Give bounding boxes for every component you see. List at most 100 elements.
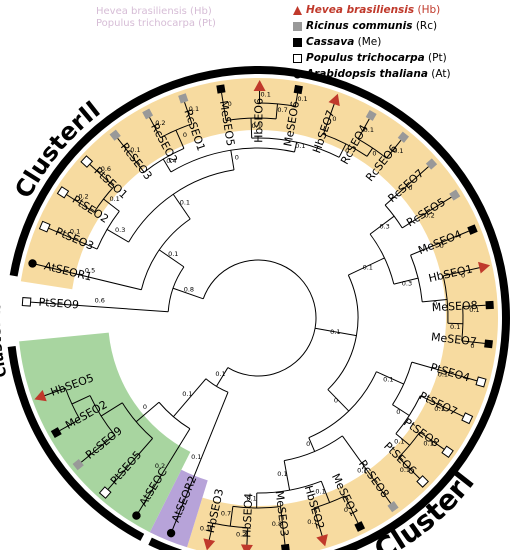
branch-line: [275, 103, 278, 119]
branch-support-label: 0.1: [315, 488, 325, 496]
leaf-markers: [21, 80, 494, 550]
branch-arc: [410, 254, 423, 302]
leaf-marker-at: [132, 511, 141, 520]
branch-support-label: 0: [228, 100, 232, 108]
branch-line: [344, 495, 359, 524]
open-square-icon: [475, 376, 487, 388]
branch-support-label: 0.1: [130, 146, 140, 154]
branch-support-label: 0.3: [402, 279, 412, 287]
leaf-marker-pt: [441, 445, 454, 459]
black-square-icon: [293, 84, 303, 95]
gray-square-icon: [425, 158, 438, 170]
branch-arc: [392, 361, 413, 405]
branch-line: [117, 138, 145, 173]
branch-support-label: 0.1: [394, 437, 404, 445]
branch-support-label: 0.6: [101, 165, 111, 173]
legend-species: Hevea brasiliensis: [306, 4, 415, 16]
branch-arc: [64, 387, 81, 420]
branch-support-label: 0: [143, 403, 147, 411]
branch-support-label: 0.1: [252, 122, 262, 130]
branch-arc: [212, 522, 248, 529]
branch-support-label: 0: [334, 397, 338, 405]
branch-support-label: 0: [461, 271, 465, 279]
branch-line: [138, 428, 191, 513]
branch-support-label: 0.5: [85, 266, 95, 274]
branch-support-label: 0: [408, 184, 412, 192]
leaf-marker-hb: [316, 534, 328, 547]
triangle-icon: [328, 93, 340, 107]
branch-arc: [251, 137, 340, 158]
branch-support-label: 0.1: [357, 467, 367, 475]
branch-arc: [323, 133, 368, 157]
cluster-sectors: [19, 78, 498, 550]
leaf-marker-hb: [34, 390, 47, 402]
branch-line: [149, 117, 161, 138]
branch-line: [106, 229, 129, 243]
leaf-marker-hb: [203, 538, 216, 550]
leaf-marker-rc: [109, 129, 121, 141]
branch-line: [294, 142, 298, 153]
open-square-icon: [56, 186, 70, 199]
branch-line: [230, 150, 235, 171]
faded-header: Hevea brasiliensis (Hb) Populus trichoca…: [96, 6, 216, 30]
branch-line: [294, 93, 299, 107]
leaf-marker-pt: [98, 486, 112, 499]
branch-support-label: 0.1: [261, 91, 271, 99]
legend-abbr: (Rc): [412, 20, 438, 32]
branch-line: [395, 433, 410, 446]
branch-line: [393, 277, 419, 285]
branch-line: [135, 401, 160, 423]
leaf-marker-pt: [80, 155, 94, 168]
leaf-marker-me: [293, 84, 303, 95]
branch-line: [36, 263, 142, 291]
black-square-icon: [216, 84, 226, 94]
branch-line: [308, 437, 316, 452]
branch-arc: [158, 401, 191, 430]
branch-support-label: 0.1: [383, 376, 393, 384]
leaf-marker-pt: [56, 186, 70, 199]
ring-clusteriii: [148, 537, 182, 550]
sector-clusteriii: [149, 469, 208, 548]
leaf-label: MeSEO8: [431, 299, 478, 315]
branch-support-label: 0.1: [182, 390, 192, 398]
open-square-icon: [98, 486, 112, 499]
branch-support-label: 0.1: [168, 250, 178, 258]
gray-square-icon: [449, 189, 461, 201]
leaf-label: PtSEO9: [38, 296, 79, 312]
branch-support-label: 0.1: [434, 405, 444, 413]
leaf-marker-rc: [387, 501, 399, 513]
triangle-icon: [203, 538, 216, 550]
black-square-icon: [50, 427, 62, 439]
branch-line: [411, 361, 478, 382]
branch-support-label: 0.1: [277, 470, 287, 478]
leaf-marker-rc: [365, 110, 377, 121]
branch-arc: [202, 259, 317, 377]
branch-arc: [442, 275, 449, 324]
branch-line: [208, 522, 214, 541]
branch-line: [173, 378, 207, 418]
branch-line: [246, 527, 249, 546]
branch-support-label: 0.1: [307, 518, 317, 526]
triangle-icon: [316, 534, 328, 547]
branch-support-label: 0: [344, 506, 348, 514]
branch-line: [392, 404, 410, 416]
branch-support-labels: 0.80.60.10.50.10.30.10.10.20.600.40.100.…: [70, 91, 480, 539]
branch-arc: [232, 505, 281, 509]
legend-species: Cassava: [306, 36, 355, 48]
cluster-ring: [7, 66, 510, 550]
branch-line: [348, 257, 385, 276]
branch-support-label: 0.1: [191, 453, 201, 461]
branch-support-label: 0.1: [364, 126, 374, 134]
triangle-icon: [293, 5, 302, 15]
leaf-label: HbSEO6: [252, 98, 265, 143]
leaf-marker-rc: [449, 189, 461, 201]
branch-line: [461, 340, 485, 344]
legend-abbr: (Hb): [414, 4, 441, 16]
leaf-marker-hb: [240, 544, 253, 550]
gray-square-icon: [142, 108, 154, 120]
legend-row: Arabidopsis thaliana (At): [292, 66, 518, 82]
leaf-marker-rc: [142, 108, 154, 120]
gray-square-icon: [109, 129, 121, 141]
branch-support-label: 0.1: [109, 195, 119, 203]
gray-square-icon: [365, 110, 377, 121]
